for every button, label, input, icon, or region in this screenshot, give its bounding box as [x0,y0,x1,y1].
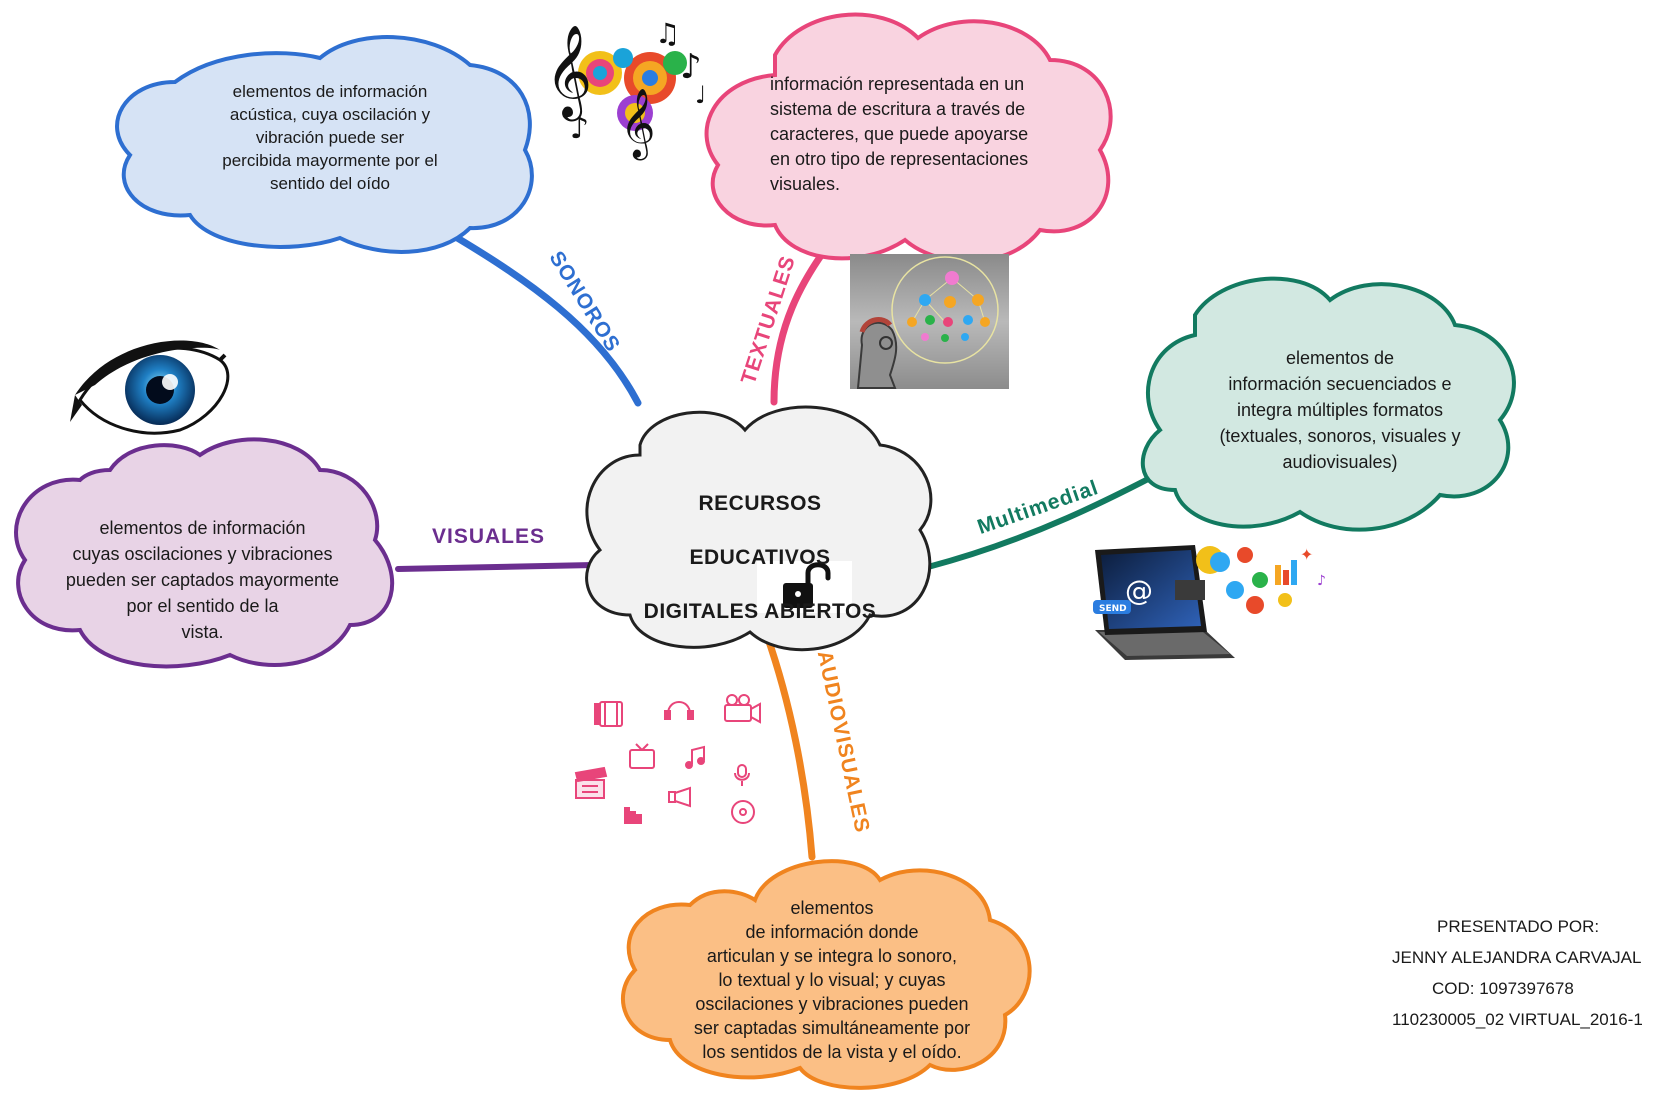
audiovisuales-cloud [620,859,1032,1090]
audiovisuales-connector [761,626,816,861]
media-icons-cluster [574,694,761,824]
visuales-connector [395,562,597,572]
center-title: RECURSOS EDUCATIVOS DIGITALES ABIERTOS [610,463,910,652]
visuales-label: VISUALES [432,525,546,548]
svg-text:SEND: SEND [1099,604,1127,614]
svg-text:♪: ♪ [1317,573,1326,589]
credits-presented-by: PRESENTADO POR: [1437,917,1600,936]
music-notes-icon: 𝄞 𝄞 ♪ ♪ ♫ ♩ [545,17,706,160]
center-title-line-1: RECURSOS [698,492,822,515]
multimedial-node-text: elementos de información secuenciados e … [1219,348,1461,472]
mind-map-thinker-icon [850,254,1009,389]
headphones-icon [664,701,694,720]
sonoros-node-text: elementos de información acústica, cuya … [222,82,438,193]
film-strip-icon [594,701,623,727]
credits-code: COD: 1097397678 [1432,979,1574,998]
audiovisuales-node-text: elementos de información donde articulan… [693,898,971,1062]
sonoros-cloud [115,35,534,254]
laptop-media-icon: @ SEND ✦ ♪ [1093,545,1326,660]
cd-icon [731,800,755,824]
microphone-icon [734,764,750,786]
center-title-line-2: EDUCATIVOS [689,546,831,569]
visuales-node-text: elementos de información cuyas oscilacio… [65,518,340,642]
visuales-cloud [14,437,395,669]
svg-text:✦: ✦ [1300,545,1313,564]
multimedial-cloud [1140,276,1516,532]
svg-text:♪: ♪ [570,111,589,146]
svg-text:𝄞: 𝄞 [545,24,592,121]
equalizer-icon [624,807,642,824]
clapperboard-icon [574,766,608,799]
svg-text:♪: ♪ [680,47,702,87]
textuales-cloud [704,12,1113,264]
center-title-line-3: DIGITALES ABIERTOS [643,600,877,623]
megaphone-icon [668,786,691,808]
video-camera-icon [724,694,761,724]
sonoros-connector [433,222,642,407]
eye-icon [70,340,230,435]
svg-text:♩: ♩ [695,81,706,109]
credits-course: 110230005_02 VIRTUAL_2016-1 [1392,1010,1643,1029]
svg-text:♫: ♫ [655,17,680,50]
svg-text:𝄞: 𝄞 [620,88,655,160]
credits-name: JENNY ALEJANDRA CARVAJAL [1392,948,1642,967]
textuales-node-text: información representada en un sistema d… [770,74,1029,194]
music-note-icon [685,745,705,769]
unlock-padlock-icon [757,561,852,613]
tv-icon [629,743,655,769]
